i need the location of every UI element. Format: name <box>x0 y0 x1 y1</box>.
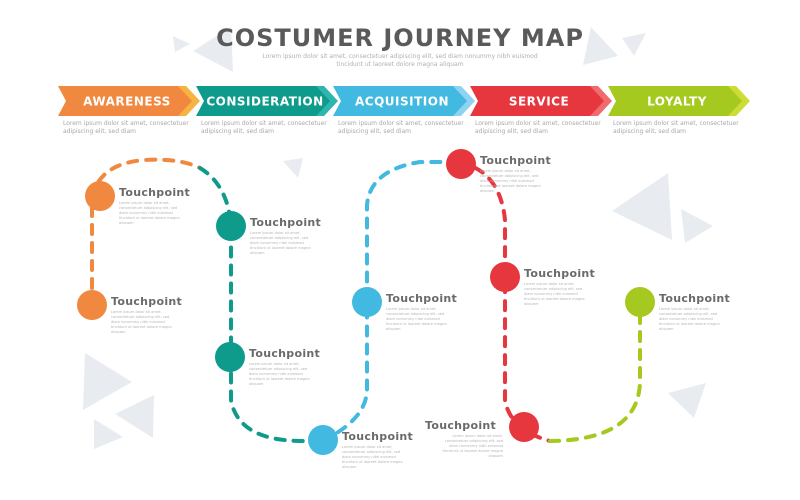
touchpoint-label: Touchpoint <box>250 216 322 229</box>
stage-acquisition: ACQUISITION <box>333 86 475 116</box>
touchpoint-node <box>490 262 520 292</box>
touchpoint-label: Touchpoint <box>524 267 596 280</box>
stage-consideration: CONSIDERATION <box>196 86 338 116</box>
touchpoint-label: Touchpoint <box>425 419 497 432</box>
deco-triangle <box>83 353 132 410</box>
touchpoint-description: Lorem ipsum dolor sit amet, consectetuer… <box>386 307 447 331</box>
stage-arrow-body <box>608 86 742 116</box>
touchpoint-node <box>446 149 476 179</box>
touchpoint-description: Lorem ipsum dolor sit amet, consectetuer… <box>342 445 403 469</box>
deco-triangle <box>173 36 190 52</box>
touchpoint-node <box>308 425 338 455</box>
deco-triangle <box>622 33 646 56</box>
deco-triangle <box>681 209 713 243</box>
touchpoint-description: Lorem ipsum dolor sit amet, consectetuer… <box>480 169 541 193</box>
deco-triangle <box>283 158 303 178</box>
touchpoint-node <box>352 287 382 317</box>
touchpoint-label: Touchpoint <box>386 292 458 305</box>
touchpoint-node <box>77 290 107 320</box>
stage-label: SERVICE <box>509 95 569 109</box>
stage-label: ACQUISITION <box>355 95 449 109</box>
touchpoint-description: Lorem ipsum dolor sit amet, consectetuer… <box>659 307 720 331</box>
touchpoint-node <box>215 342 245 372</box>
path-segment-service <box>456 160 552 443</box>
deco-triangle <box>193 27 233 72</box>
stage-arrow-body <box>196 86 330 116</box>
stage-arrow-body <box>58 86 192 116</box>
path-segment-awareness <box>90 157 202 308</box>
touchpoint-description: Lorem ipsum dolor sit amet, consectetuer… <box>442 434 503 458</box>
page-subtitle: Lorem ipsum dolor sit amet, consectetuer… <box>262 53 538 68</box>
path-segment-loyalty <box>548 298 642 443</box>
stage-arrow-body <box>470 86 604 116</box>
touchpoint-label: Touchpoint <box>111 295 183 308</box>
touchpoint-description: Lorem ipsum dolor sit amet, consectetuer… <box>250 231 311 255</box>
touchpoint-node <box>625 287 655 317</box>
stage-loyalty: LOYALTY <box>608 86 750 116</box>
touchpoint-node <box>85 181 115 211</box>
stage-description: Lorem ipsum dolor sit amet, consectetuer… <box>63 120 189 135</box>
stage-service: SERVICE <box>470 86 612 116</box>
touchpoint-description: Lorem ipsum dolor sit amet, consectetuer… <box>119 201 180 225</box>
touchpoint-description: Lorem ipsum dolor sit amet, consectetuer… <box>249 362 310 386</box>
background-triangles <box>83 27 713 449</box>
touchpoint-label: Touchpoint <box>342 430 414 443</box>
stage-description: Lorem ipsum dolor sit amet, consectetuer… <box>475 120 601 135</box>
deco-triangle <box>115 395 154 438</box>
path-segment-acquisition <box>320 160 460 443</box>
path-segment-consideration <box>198 166 324 443</box>
deco-triangle <box>583 27 618 65</box>
stage-awareness: AWARENESS <box>58 86 200 116</box>
touchpoint-node <box>216 211 246 241</box>
touchpoint-label: Touchpoint <box>480 154 552 167</box>
stage-arrow-body <box>333 86 467 116</box>
stage-label: LOYALTY <box>647 95 707 109</box>
touchpoint-label: Touchpoint <box>119 186 191 199</box>
stage-description: Lorem ipsum dolor sit amet, consectetuer… <box>201 120 327 135</box>
stage-description: Lorem ipsum dolor sit amet, consectetuer… <box>613 120 739 135</box>
page-title: COSTUMER JOURNEY MAP <box>216 24 584 52</box>
deco-triangle <box>668 383 706 418</box>
stage-description: Lorem ipsum dolor sit amet, consectetuer… <box>338 120 464 135</box>
deco-triangle <box>612 173 672 240</box>
touchpoint-description: Lorem ipsum dolor sit amet, consectetuer… <box>524 282 585 306</box>
stage-label: AWARENESS <box>83 95 171 109</box>
touchpoint-description: Lorem ipsum dolor sit amet, consectetuer… <box>111 310 172 334</box>
touchpoint-label: Touchpoint <box>659 292 731 305</box>
deco-triangle <box>94 419 123 449</box>
touchpoint-label: Touchpoint <box>249 347 321 360</box>
stage-label: CONSIDERATION <box>206 95 323 109</box>
touchpoint-node <box>509 412 539 442</box>
